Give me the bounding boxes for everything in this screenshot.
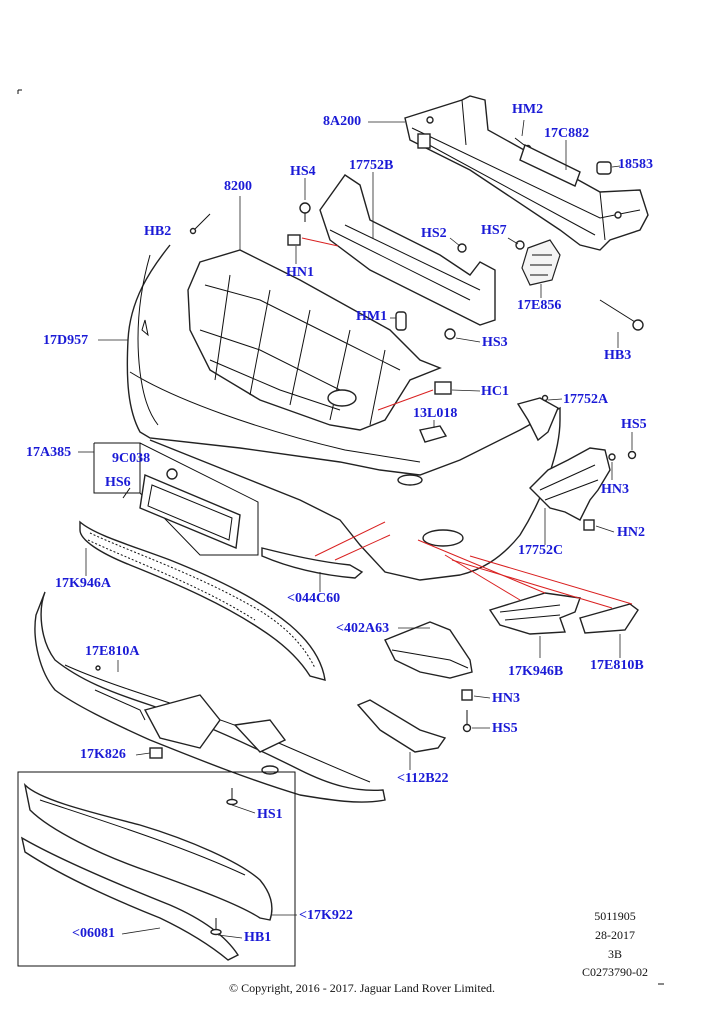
grille-8200 <box>187 249 442 431</box>
screw-HS2 <box>449 237 467 253</box>
cap-13L018 <box>419 420 448 443</box>
callout-9C038[interactable]: 9C038 <box>112 451 151 466</box>
callout-17752B[interactable]: 17752B <box>349 158 394 173</box>
callout-HS3[interactable]: HS3 <box>482 335 508 350</box>
screw-HS4 <box>299 178 311 222</box>
lower-spoiler-box <box>17 771 297 967</box>
screw-HS3 <box>444 328 481 343</box>
grille-insert-17E856 <box>507 237 561 298</box>
callout-044C60[interactable]: <044C60 <box>287 591 341 606</box>
callout-HN2[interactable]: HN2 <box>617 525 645 540</box>
bolt-HB3 <box>599 299 644 348</box>
trim-112B22 <box>356 699 447 770</box>
fasteners-lower <box>461 689 491 733</box>
copyright-notice: © Copyright, 2016 - 2017. Jaguar Land Ro… <box>228 981 496 995</box>
screw-HS5-upper <box>627 432 637 460</box>
side-grille-17K946B <box>444 554 581 658</box>
callout-112B22[interactable]: <112B22 <box>397 771 449 786</box>
clip-17K826 <box>135 747 163 759</box>
clip-HC1 <box>377 381 481 411</box>
nut-HN1 <box>287 234 339 264</box>
callout-HM1[interactable]: HM1 <box>356 309 388 324</box>
bumper-beam-8A200 <box>404 95 649 251</box>
callout-8200[interactable]: 8200 <box>224 179 252 194</box>
callout-HN3-upper[interactable]: HN3 <box>601 482 629 497</box>
reference-number: 5011905 <box>594 909 636 923</box>
trim-044C60 <box>261 521 391 592</box>
callout-HB2[interactable]: HB2 <box>144 224 172 239</box>
callout-06081[interactable]: <06081 <box>72 926 115 941</box>
callout-17E856[interactable]: 17E856 <box>517 298 562 313</box>
reference-date: 28-2017 <box>595 928 635 942</box>
undertray-17E810A <box>34 591 386 803</box>
callout-402A63[interactable]: <402A63 <box>336 621 390 636</box>
callout-17752A[interactable]: 17752A <box>563 392 609 407</box>
bracket-402A63 <box>384 621 473 679</box>
callout-17D957[interactable]: 17D957 <box>43 333 89 348</box>
callout-HN1[interactable]: HN1 <box>286 265 314 280</box>
callout-HS5-lower[interactable]: HS5 <box>492 721 518 736</box>
callout-HS5-upper[interactable]: HS5 <box>621 417 647 432</box>
screw-HS1 <box>226 788 256 814</box>
callout-HS2[interactable]: HS2 <box>421 226 447 241</box>
callout-HM2[interactable]: HM2 <box>512 102 544 117</box>
callout-HS4[interactable]: HS4 <box>290 164 316 179</box>
callout-8A200[interactable]: 8A200 <box>323 114 362 129</box>
plate-bracket-box-17A385 <box>78 442 259 556</box>
side-trim-17E810B <box>451 555 639 658</box>
callout-HB1[interactable]: HB1 <box>244 930 272 945</box>
callout-HB3[interactable]: HB3 <box>604 348 632 363</box>
callout-17K826[interactable]: 17K826 <box>80 747 126 762</box>
callout-HN3-lower[interactable]: HN3 <box>492 691 520 706</box>
callout-HC1[interactable]: HC1 <box>481 384 509 399</box>
callout-HS7[interactable]: HS7 <box>481 223 507 238</box>
callout-13L018[interactable]: 13L018 <box>413 406 458 421</box>
callout-17K946B[interactable]: 17K946B <box>508 664 564 679</box>
callout-17A385[interactable]: 17A385 <box>26 445 72 460</box>
lower-grille-17K946A <box>79 520 326 681</box>
callout-HS6[interactable]: HS6 <box>105 475 131 490</box>
bolt-HB2 <box>189 213 211 235</box>
clip-18583 <box>596 161 621 175</box>
reference-revision: 3B <box>607 947 622 961</box>
side-bracket-17752C <box>529 447 616 545</box>
callout-17E810A[interactable]: 17E810A <box>85 644 140 659</box>
upper-bracket-17752B <box>319 172 496 326</box>
callout-17E810B[interactable]: 17E810B <box>590 658 644 673</box>
callout-17K922[interactable]: <17K922 <box>299 908 353 923</box>
callout-18583[interactable]: 18583 <box>618 157 653 172</box>
callout-17K946A[interactable]: 17K946A <box>55 576 111 591</box>
bracket-17C882 <box>519 140 581 187</box>
reference-code: C0273790-02 <box>582 965 648 979</box>
callout-17C882[interactable]: 17C882 <box>544 126 590 141</box>
callout-17752C[interactable]: 17752C <box>518 543 564 558</box>
clip-HM1 <box>390 311 407 331</box>
bracket-17752A <box>516 394 563 442</box>
callout-HS1[interactable]: HS1 <box>257 807 283 822</box>
